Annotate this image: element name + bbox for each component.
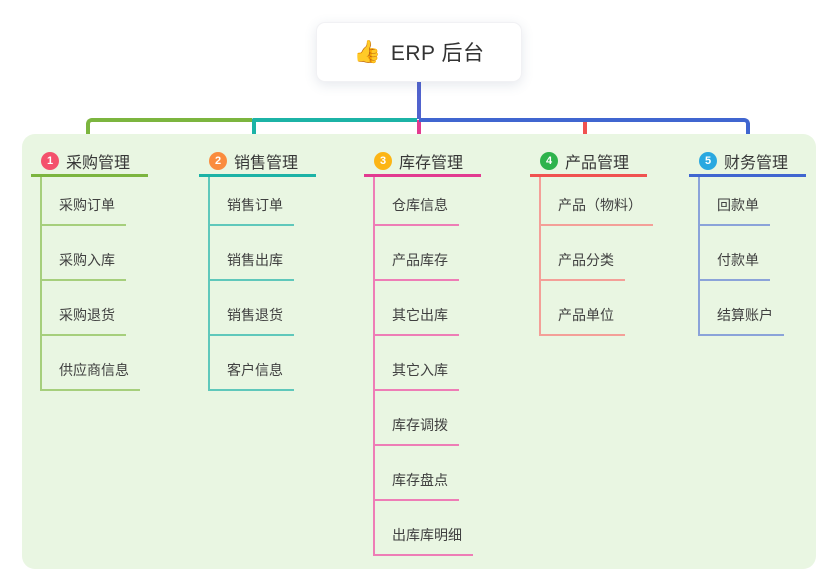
branch-title-label: 销售管理 [234,155,299,172]
branch-item[interactable]: 库存盘点 [375,446,526,501]
branch-item[interactable]: 库存调拨 [375,391,526,446]
branch-item[interactable]: 采购订单 [42,177,193,226]
branch-item-label: 产品（物料） [541,195,653,226]
branch-item-label: 采购订单 [42,195,126,226]
branch-item[interactable]: 回款单 [700,177,839,226]
branch-item-label: 产品单位 [541,305,625,336]
branch-items: 回款单付款单结算账户 [698,177,839,336]
branch-item-label: 供应商信息 [42,360,140,391]
branch-item[interactable]: 产品单位 [541,281,692,336]
branch-items: 产品（物料） 产品分类产品单位 [539,177,692,336]
branch-title-label: 采购管理 [66,155,131,172]
branch-item-label: 产品库存 [375,250,459,281]
branch-item[interactable]: 产品库存 [375,226,526,281]
branch-item[interactable]: 其它出库 [375,281,526,336]
branch-item-label: 仓库信息 [375,195,459,226]
branch-number-badge: 2 [209,152,227,170]
branch-title[interactable]: 4 产品管理 [530,148,647,177]
branch-item[interactable]: 其它入库 [375,336,526,391]
branch-number-badge: 5 [699,152,717,170]
branch-number-badge: 3 [374,152,392,170]
branch-item[interactable]: 付款单 [700,226,839,281]
branch-item-label: 付款单 [700,250,770,281]
branch-number-badge: 1 [41,152,59,170]
branch-item-label: 结算账户 [700,305,784,336]
branch-item[interactable]: 客户信息 [210,336,361,391]
branch-title[interactable]: 1 采购管理 [31,148,148,177]
branch-item[interactable]: 产品（物料） [541,177,692,226]
branch-item[interactable]: 结算账户 [700,281,839,336]
branch-title[interactable]: 5 财务管理 [689,148,806,177]
branch-3: 3 库存管理 仓库信息产品库存其它出库其它入库库存调拨库存盘点出库库明细 [364,148,526,556]
branch-5: 5 财务管理 回款单付款单结算账户 [689,148,839,336]
branch-items: 采购订单采购入库采购退货供应商信息 [40,177,193,391]
branch-item-label: 客户信息 [210,360,294,391]
branch-title-label: 财务管理 [724,155,789,172]
branch-item[interactable]: 销售退货 [210,281,361,336]
branch-items: 仓库信息产品库存其它出库其它入库库存调拨库存盘点出库库明细 [373,177,526,556]
branch-number-badge: 4 [540,152,558,170]
branch-item-label: 采购退货 [42,305,126,336]
branch-item-label: 产品分类 [541,250,625,281]
root-node[interactable]: 👍 ERP 后台 [316,22,522,82]
branch-item[interactable]: 采购退货 [42,281,193,336]
thumbs-up-icon: 👍 [353,39,381,64]
branch-4: 4 产品管理 产品（物料） 产品分类产品单位 [530,148,692,336]
branch-item[interactable]: 供应商信息 [42,336,193,391]
connector-root-line [417,81,421,119]
branch-item-label: 库存调拨 [375,415,459,446]
branch-title-label: 产品管理 [565,155,630,172]
branch-item[interactable]: 仓库信息 [375,177,526,226]
root-node-label: ERP 后台 [390,42,485,65]
branch-item-label: 销售订单 [210,195,294,226]
branch-item-label: 其它出库 [375,305,459,336]
branch-item-label: 其它入库 [375,360,459,391]
branch-item[interactable]: 出库库明细 [375,501,526,556]
branch-2: 2 销售管理 销售订单销售出库销售退货客户信息 [199,148,361,391]
branch-title[interactable]: 2 销售管理 [199,148,316,177]
branch-item-label: 采购入库 [42,250,126,281]
branch-1: 1 采购管理 采购订单采购入库采购退货供应商信息 [31,148,193,391]
branch-item-label: 销售出库 [210,250,294,281]
branch-item-label: 回款单 [700,195,770,226]
branch-item-label: 销售退货 [210,305,294,336]
branch-item[interactable]: 产品分类 [541,226,692,281]
branch-item[interactable]: 销售出库 [210,226,361,281]
branch-item-label: 出库库明细 [375,525,473,556]
branch-items: 销售订单销售出库销售退货客户信息 [208,177,361,391]
branch-item[interactable]: 销售订单 [210,177,361,226]
branch-item[interactable]: 采购入库 [42,226,193,281]
branch-title-label: 库存管理 [399,155,464,172]
branches-panel [22,134,816,569]
branch-title[interactable]: 3 库存管理 [364,148,481,177]
branch-item-label: 库存盘点 [375,470,459,501]
